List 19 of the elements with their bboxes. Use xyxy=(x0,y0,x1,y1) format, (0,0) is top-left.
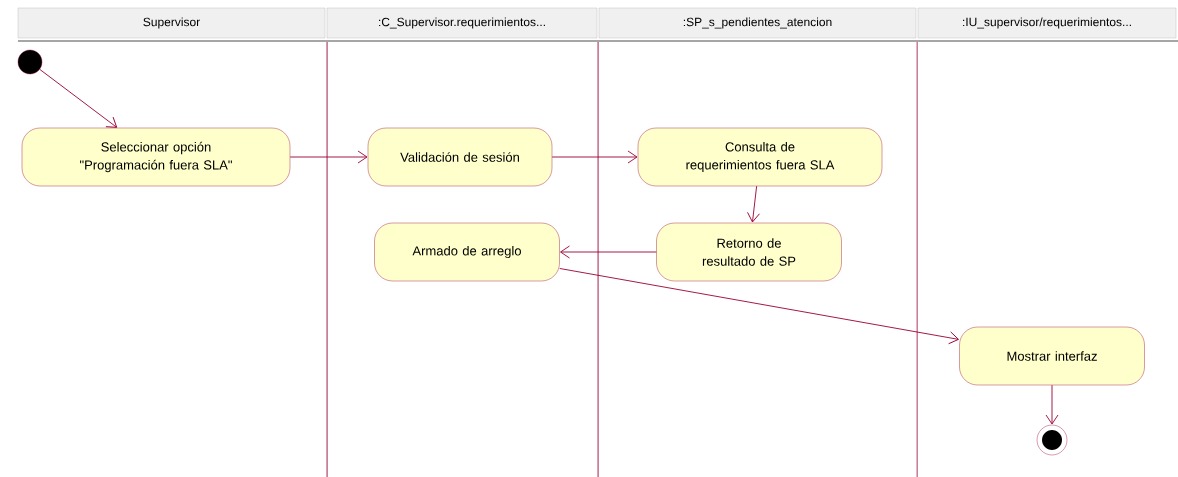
activity-box: Mostrar interfaz xyxy=(959,326,1145,386)
arrow xyxy=(289,150,368,164)
arrow xyxy=(560,245,657,259)
arrow xyxy=(1045,384,1059,425)
arrow xyxy=(39,68,118,128)
arrow xyxy=(559,268,959,345)
start-node xyxy=(17,49,43,75)
activity-box: Armado de arreglo xyxy=(374,222,560,282)
activity-box: Consulta de requerimientos fuera SLA xyxy=(637,127,883,187)
activity-box: Retorno de resultado de SP xyxy=(656,222,842,282)
lane-header: :C_Supervisor.requerimientos... xyxy=(326,7,598,39)
activity-box: Validación de sesión xyxy=(367,127,553,187)
arrow xyxy=(551,150,638,164)
activity-box: Seleccionar opción "Programación fuera SLA" xyxy=(21,127,291,187)
end-node xyxy=(1036,424,1068,456)
lane-header: :IU_supervisor/requerimientos... xyxy=(917,7,1177,39)
lane-header: Supervisor xyxy=(17,7,326,39)
lane-header: :SP_s_pendientes_atencion xyxy=(598,7,917,39)
arrow xyxy=(747,185,760,223)
